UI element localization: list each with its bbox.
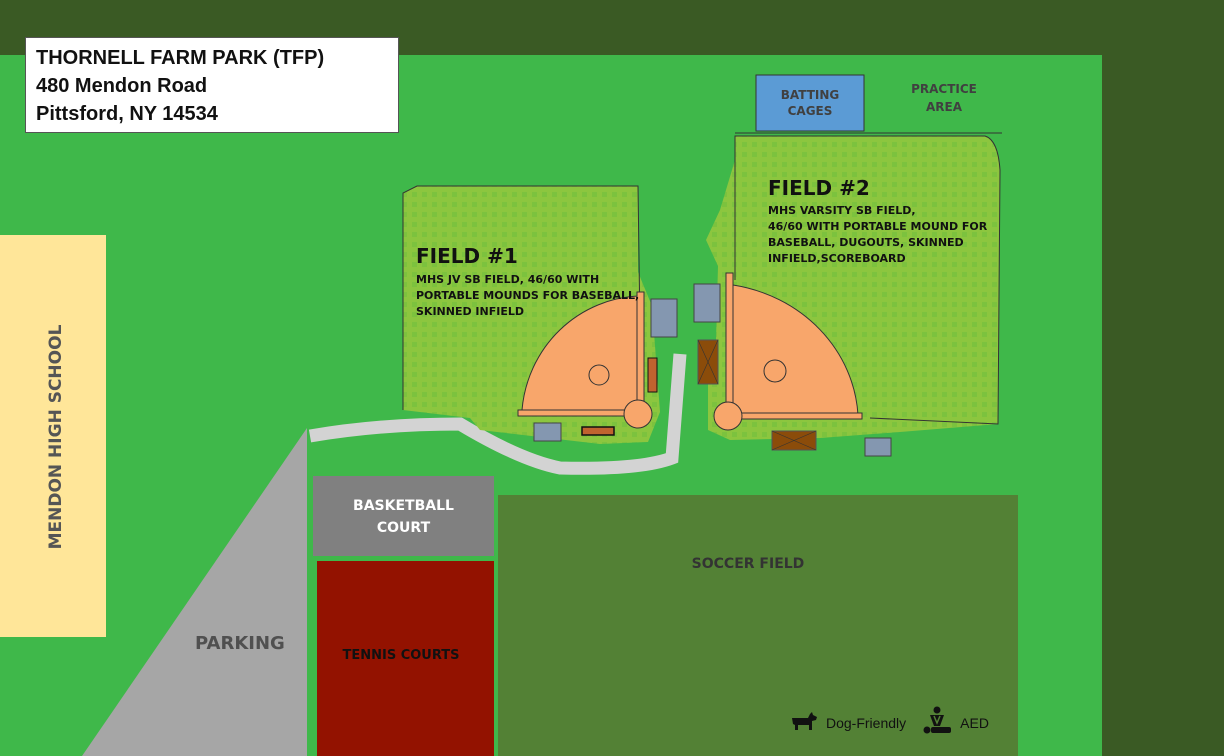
legend-label-dog: Dog-Friendly [826, 714, 907, 731]
school-label: MENDON HIGH SCHOOL [46, 324, 66, 550]
label-line: CAGES [787, 104, 833, 118]
dugout [864, 437, 892, 457]
field-1-desc-line: MHS JV SB FIELD, 46/60 WITH [416, 273, 600, 286]
dog-icon [790, 710, 818, 735]
mendon-high-school[interactable] [0, 235, 106, 637]
practice-area-label: PRACTICE AREA [890, 80, 998, 116]
dugout [693, 283, 721, 323]
field-2-desc-line: 46/60 WITH PORTABLE MOUND FOR [768, 220, 988, 233]
bench [647, 357, 658, 393]
label-line: BASKETBALL [353, 498, 454, 514]
basketball-label: BASKETBALL COURT [313, 495, 494, 539]
label-line: COURT [376, 520, 431, 536]
bleachers [771, 430, 817, 451]
bench [581, 426, 615, 436]
park-address-line1: 480 Mendon Road [36, 75, 208, 97]
legend: Dog-Friendly AED [790, 706, 989, 739]
dugout [650, 298, 678, 338]
walking-path[interactable] [308, 353, 687, 475]
field-1-title: FIELD #1 [416, 244, 518, 268]
tennis-courts[interactable] [317, 561, 494, 756]
park-address-line2: Pittsford, NY 14534 [36, 103, 218, 125]
legend-label-aed: AED [960, 714, 989, 731]
batting-cages-label: BATTING CAGES [756, 87, 864, 119]
field-1-mound [588, 364, 610, 386]
label-line: PRACTICE [911, 82, 977, 96]
field-2-desc-line: BASEBALL, DUGOUTS, SKINNED [768, 236, 964, 249]
basketball-court[interactable] [313, 476, 494, 556]
field-2-label: FIELD #2 MHS VARSITY SB FIELD, 46/60 WIT… [768, 176, 987, 267]
aed-icon [922, 706, 952, 739]
field-2-title: FIELD #2 [768, 176, 870, 200]
label-line: AREA [925, 100, 962, 114]
park-name: THORNELL FARM PARK (TFP) [36, 47, 325, 69]
bleachers [697, 339, 719, 385]
field-2-desc-line: INFIELD,SCOREBOARD [768, 252, 906, 265]
field-1-infield[interactable] [521, 295, 641, 413]
label-line: BATTING [780, 88, 840, 102]
field-2-desc-line: MHS VARSITY SB FIELD, [768, 204, 916, 217]
field-1-label: FIELD #1 MHS JV SB FIELD, 46/60 WITH POR… [416, 244, 639, 320]
parking-label: PARKING [195, 633, 285, 654]
dugout [533, 422, 562, 442]
soccer-label: SOCCER FIELD [691, 556, 805, 572]
soccer-field[interactable] [498, 495, 1018, 756]
field-2-infield[interactable] [732, 284, 859, 416]
field-2-home-plate [713, 401, 743, 431]
tennis-label: TENNIS COURTS [342, 648, 460, 663]
field-1-desc-line: PORTABLE MOUNDS FOR BASEBALL, [416, 289, 640, 302]
parking-lot[interactable] [82, 428, 307, 756]
field-1-home-plate [623, 399, 653, 429]
field-1-desc-line: SKINNED INFIELD [416, 305, 524, 318]
park-info-box: THORNELL FARM PARK (TFP) 480 Mendon Road… [25, 37, 399, 133]
batting-cages[interactable] [755, 74, 865, 132]
field-2-mound [763, 359, 787, 383]
